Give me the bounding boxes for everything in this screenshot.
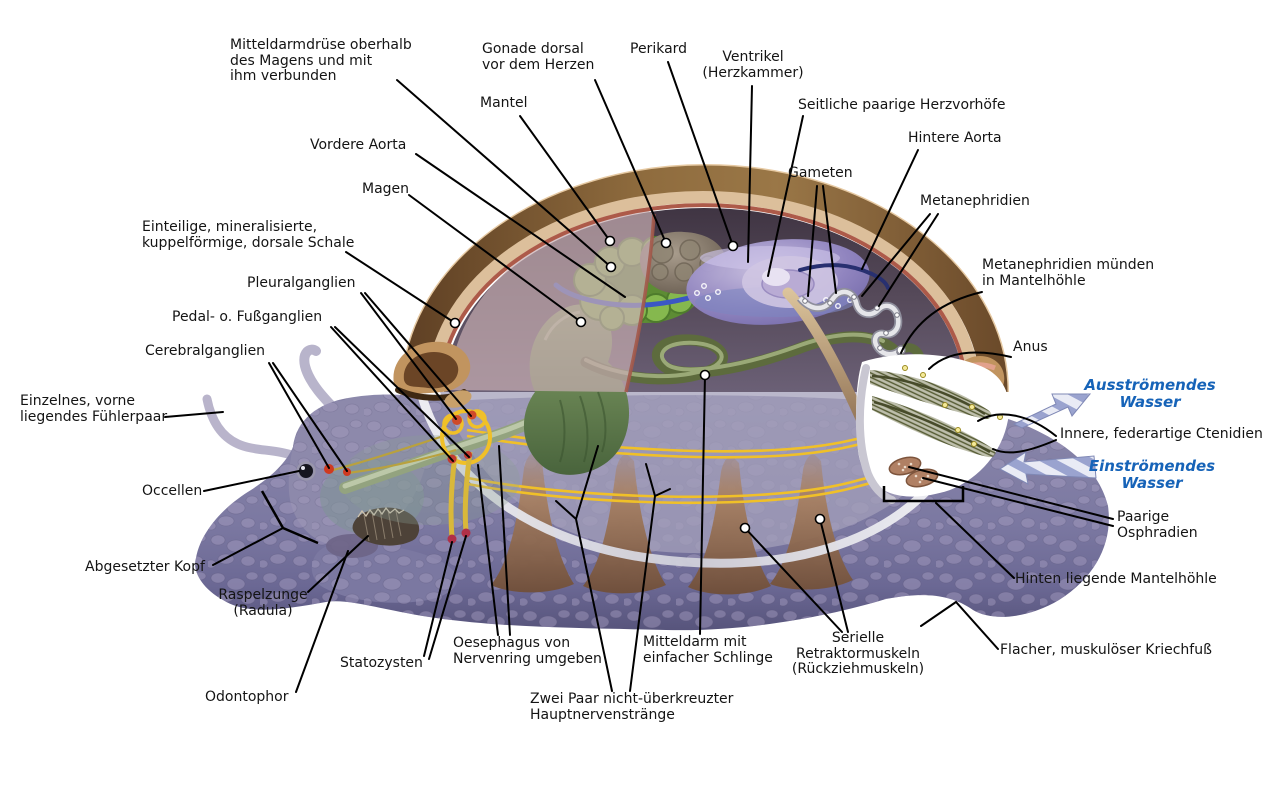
statocyst [447, 534, 457, 544]
label-mitteldarm: Mitteldarm mit einfacher Schlinge [643, 634, 773, 666]
label-metanephridien: Metanephridien [920, 193, 1030, 209]
esophagus [339, 414, 541, 525]
label-fuehlerpaar: Einzelnes, vorne liegendes Fühlerpaar [20, 393, 168, 425]
mantle-cavity-bracket [882, 486, 965, 503]
cerebral-ganglion [324, 464, 334, 474]
label-mantel: Mantel [480, 95, 528, 111]
label-kopf: Abgesetzter Kopf [85, 559, 205, 575]
shell-edge-left [393, 341, 472, 408]
osphradia [888, 456, 939, 488]
label-cerebralganglien: Cerebralganglien [145, 343, 266, 359]
label-ausstroemendes-wasser: Ausströmendes Wasser [1084, 376, 1216, 411]
ctenidium-gills [870, 370, 996, 458]
posterior-aorta [798, 263, 890, 290]
mantle-sheet [449, 206, 656, 393]
label-mitteldarmdruese: Mitteldarmdrüse oberhalb des Magens und … [230, 37, 412, 85]
label-ventrikel: Ventrikel (Herzkammer) [702, 49, 804, 81]
leader-endpoint-dots [449, 235, 826, 534]
label-perikard: Perikard [630, 41, 688, 57]
label-einstroemendes-wasser: Einströmendes Wasser [1088, 457, 1216, 492]
label-pleuralganglien: Pleuralganglien [247, 275, 356, 291]
label-ctenidien: Innere, federartige Ctenidien [1060, 426, 1263, 442]
ventricle [762, 268, 790, 286]
label-zwei-paar: Zwei Paar nicht-überkreuzter Hauptnerven… [530, 691, 734, 723]
label-mantelhoehle: Hinten liegende Mantelhöhle [1015, 571, 1217, 587]
statocyst [461, 528, 471, 538]
label-vordere-aorta: Vordere Aorta [310, 137, 407, 153]
label-hintere-aorta: Hintere Aorta [908, 130, 1002, 146]
label-magen: Magen [362, 181, 410, 197]
posterior-mantle-cavity [855, 354, 1010, 504]
label-anus: Anus [1013, 339, 1048, 355]
label-raspelzunge: Raspelzunge (Radula) [218, 587, 308, 619]
label-gonade: Gonade dorsal vor dem Herzen [482, 41, 595, 73]
inflow-arrow-icon [999, 450, 1097, 485]
expelled-particles [902, 365, 1003, 447]
label-oesephagus: Oesephagus von Nervenring umgeben [453, 635, 602, 667]
label-statozysten: Statozysten [340, 655, 423, 671]
metanephridia [796, 288, 920, 365]
shell [401, 164, 1009, 393]
label-occellen: Occellen [142, 483, 203, 499]
label-pedalganglien: Pedal- o. Fußganglien [172, 309, 323, 325]
label-schale: Einteilige, mineralisierte, kuppelförmig… [142, 219, 355, 251]
outflow-arrow-icon [1012, 393, 1092, 429]
label-retraktormuskeln: Serielle Retraktormuskeln (Rückziehmuske… [791, 630, 925, 678]
label-herzvorhoefe: Seitliche paarige Herzvorhöfe [798, 97, 1006, 113]
label-muenden: Metanephridien münden in Mantelhöhle [982, 257, 1155, 289]
label-odontophor: Odontophor [205, 689, 289, 705]
label-kriechfuss: Flacher, muskulöser Kriechfuß [1000, 642, 1212, 658]
radula-shape [352, 507, 420, 546]
leader-lines [164, 61, 1114, 693]
foot-flap [311, 543, 457, 603]
label-gameten: Gameten [788, 165, 853, 181]
label-osphradien: Paarige Osphradien [1117, 509, 1198, 541]
